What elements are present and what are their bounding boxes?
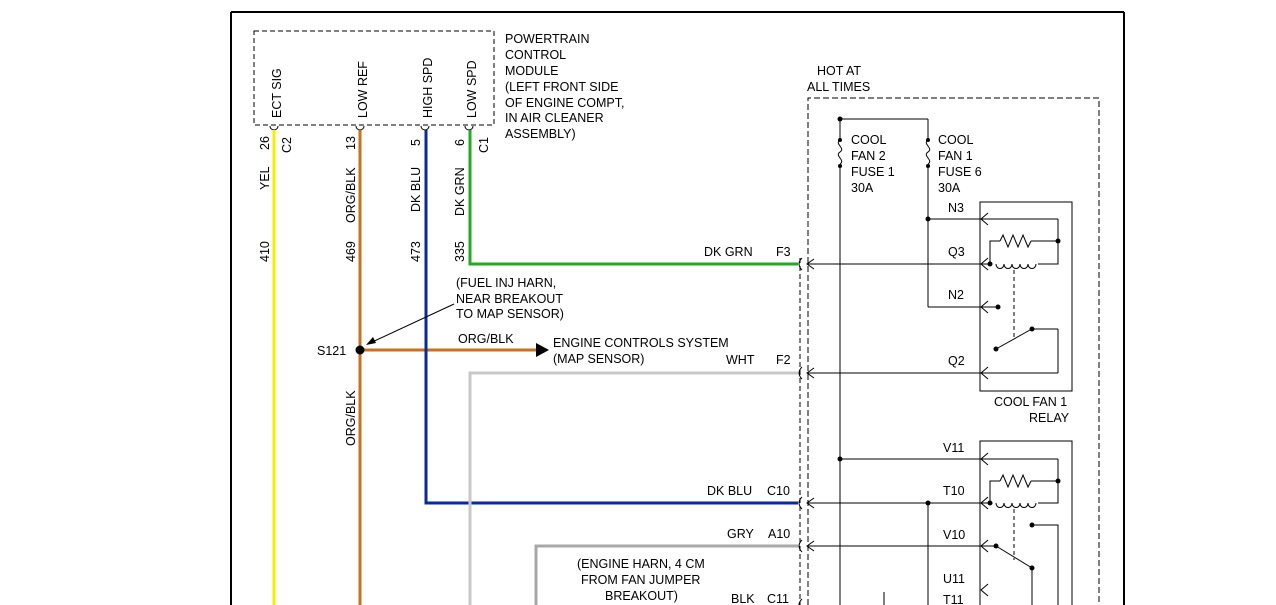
wire-white: [468, 371, 798, 605]
connection-terminal: F2: [776, 353, 791, 367]
pcm-wire-labels: YEL 410 ORG/BLK 469 DK BLU 473 DK GRN 33…: [258, 166, 467, 262]
relay-label-line: COOL FAN 1: [994, 395, 1067, 409]
pcm-box: POWERTRAIN CONTROL MODULE (LEFT FRONT SI…: [253, 30, 624, 141]
relay-terminal: U11: [943, 572, 965, 586]
relay-terminal: V11: [943, 441, 964, 455]
relay-terminal: Q3: [948, 245, 965, 259]
fuse-label: COOL: [938, 133, 973, 147]
harness-note-line: BREAKOUT): [605, 589, 678, 603]
connector-label: C1: [477, 137, 491, 153]
fuse-relay-center-box: [799, 97, 1100, 605]
pointer-arrow-icon: [366, 337, 376, 345]
fuse-label: COOL: [851, 133, 886, 147]
wire-color-label: DK GRN: [453, 167, 467, 216]
harness-note-line: FROM FAN JUMPER: [581, 573, 700, 587]
connection-color: WHT: [726, 353, 755, 367]
fuse-label: FAN 1: [938, 149, 973, 163]
pin-number: 6: [453, 139, 467, 146]
pcm-pin-names: ECT SIG LOW REF HIGH SPD LOW SPD: [270, 58, 479, 118]
hot-label-line: HOT AT: [817, 64, 861, 78]
cool-fan-2-relay: V11 T10 V10 U11 T11: [943, 440, 1073, 605]
pcm-title-line: POWERTRAIN: [505, 32, 590, 46]
connection-color: BLK: [731, 592, 755, 605]
splice-s121: S121 ORG/BLK ENGINE CONTROLS SYSTEM (MAP…: [317, 276, 729, 446]
destination-line: (MAP SENSOR): [553, 352, 644, 366]
fuse-icon: [837, 139, 843, 165]
destination-line: ENGINE CONTROLS SYSTEM: [553, 336, 729, 350]
connection-terminal: F3: [776, 245, 791, 259]
internal-lines: [808, 263, 988, 547]
lower-wire-color: ORG/BLK: [344, 390, 358, 446]
hot-label-line: ALL TIMES: [807, 80, 870, 94]
wire-gray: [534, 544, 798, 605]
pcm-title-line: OF ENGINE COMPT,: [505, 96, 624, 110]
relay-terminal: V10: [943, 528, 965, 542]
circuit-number: 469: [344, 241, 358, 262]
relay-terminal: N3: [948, 201, 964, 215]
relay-terminal: T11: [943, 593, 964, 605]
pin-name-low-ref: LOW REF: [356, 61, 370, 118]
connector-chevrons: [798, 257, 815, 605]
fuse-label: 30A: [851, 181, 874, 195]
pcm-title-line: (LEFT FRONT SIDE: [505, 80, 618, 94]
circuit-number: 473: [409, 241, 423, 262]
wire-color-label: ORG/BLK: [344, 167, 358, 223]
power-feed: HOT AT ALL TIMES COOL FAN 2 FUSE 1 30A C…: [807, 64, 988, 605]
wire-blue: [424, 130, 798, 505]
wire-color-label: YEL: [258, 166, 272, 190]
cool-fan-1-relay: N3 Q3 N2 Q2 COOL FAN 1 RELAY: [948, 201, 1073, 425]
wire-green: [468, 130, 798, 266]
splice-note-line: TO MAP SENSOR): [456, 307, 564, 321]
arrow-head-icon: [536, 343, 549, 357]
page-frame: [230, 11, 1125, 605]
pin-number: 5: [409, 139, 423, 146]
relay-terminal: T10: [943, 484, 965, 498]
fuse-label: FUSE 6: [938, 165, 982, 179]
wires: [272, 130, 798, 605]
pin-name-ect-sig: ECT SIG: [270, 68, 284, 118]
splice-note-line: (FUEL INJ HARN,: [456, 276, 556, 290]
splice-id: S121: [317, 344, 346, 358]
connection-color: DK GRN: [704, 245, 753, 259]
pcm-pin-numbers: 26 C2 13 5 6 C1: [258, 136, 491, 153]
fuse-label: FAN 2: [851, 149, 886, 163]
fuse-label: FUSE 1: [851, 165, 895, 179]
connection-terminal: C10: [767, 484, 790, 498]
connection-terminal: C11: [767, 592, 789, 605]
splice-branch-color: ORG/BLK: [458, 332, 514, 346]
connector-label: C2: [280, 137, 294, 153]
pcm-title-line: CONTROL: [505, 48, 566, 62]
relay-terminal: N2: [948, 288, 964, 302]
pin-number: 13: [344, 136, 358, 150]
fuse-icon: [925, 139, 931, 165]
engine-harness-note: (ENGINE HARN, 4 CM FROM FAN JUMPER BREAK…: [577, 557, 705, 603]
pcm-title-line: ASSEMBLY): [505, 127, 576, 141]
wire-color-label: DK BLU: [409, 167, 423, 212]
circuit-number: 410: [258, 241, 272, 262]
connection-labels: DK GRN F3 WHT F2 DK BLU C10 GRY A10 BLK …: [704, 245, 791, 605]
connection-color: GRY: [727, 527, 755, 541]
splice-note-line: NEAR BREAKOUT: [456, 292, 563, 306]
connection-color: DK BLU: [707, 484, 752, 498]
relay-terminal: Q2: [948, 354, 965, 368]
pcm-pin-terminals: [269, 125, 474, 131]
pin-number: 26: [258, 136, 272, 150]
pin-name-low-spd: LOW SPD: [465, 60, 479, 118]
circuit-number: 335: [453, 241, 467, 262]
connection-terminal: A10: [768, 527, 790, 541]
pin-name-high-spd: HIGH SPD: [421, 58, 435, 118]
pcm-title-line: IN AIR CLEANER: [505, 111, 604, 125]
pcm-title-line: MODULE: [505, 64, 558, 78]
fuse-label: 30A: [938, 181, 961, 195]
harness-note-line: (ENGINE HARN, 4 CM: [577, 557, 705, 571]
relay-label-line: RELAY: [1029, 411, 1070, 425]
